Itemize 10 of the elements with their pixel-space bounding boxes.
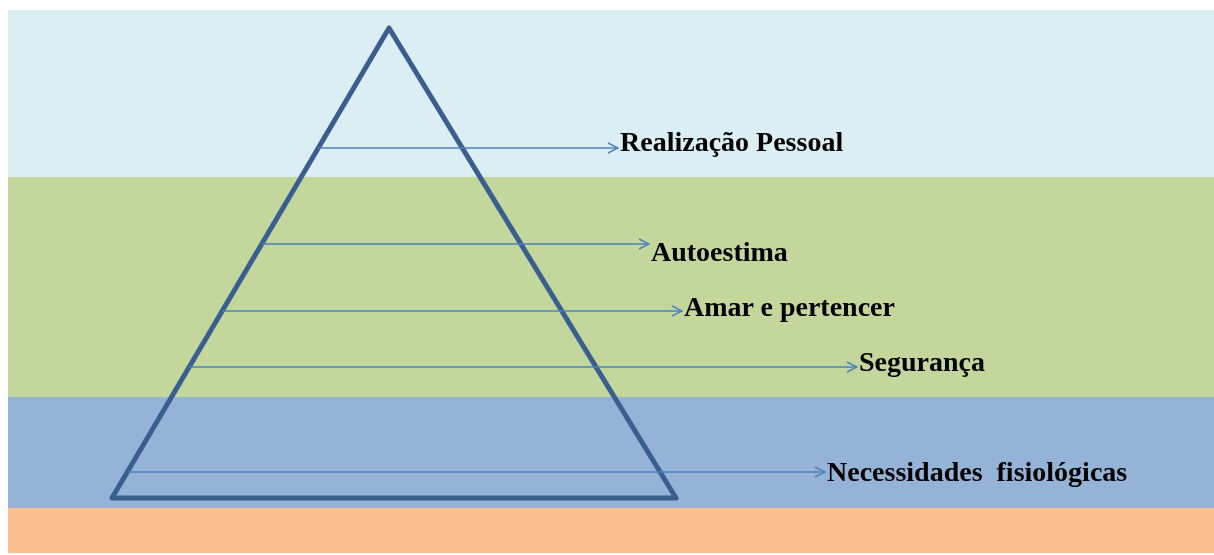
level-label: Realização Pessoal (620, 125, 844, 159)
arrow (221, 305, 683, 317)
arrow (126, 466, 826, 478)
level-label: Amar e pertencer (684, 290, 895, 324)
arrow (317, 142, 619, 154)
level-label: Autoestima (651, 235, 788, 269)
level-label: Segurança (859, 345, 985, 379)
level-label: Necessidades fisiológicas (827, 455, 1128, 489)
arrow (188, 361, 858, 373)
arrow (260, 238, 650, 250)
